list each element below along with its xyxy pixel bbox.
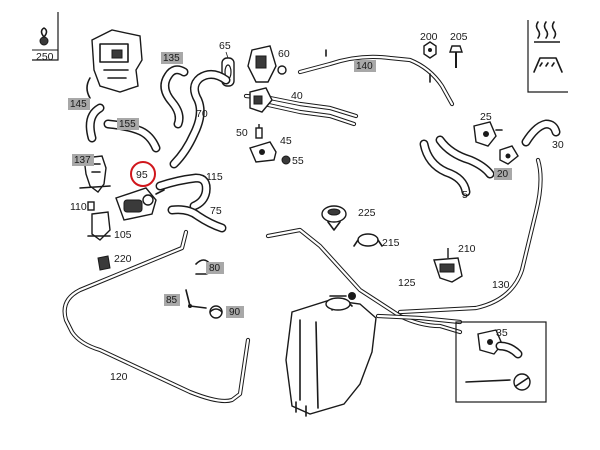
heater-symbol-box xyxy=(527,20,568,93)
label-80: 80 xyxy=(209,263,221,274)
part-45-bracket: 45 xyxy=(249,135,292,163)
label-85: 85 xyxy=(166,295,178,306)
label-137: 137 xyxy=(74,155,91,166)
part-60-valve: 60 xyxy=(247,45,290,83)
label-20: 20 xyxy=(497,169,509,180)
label-5: 5 xyxy=(462,189,468,201)
part-205-bolt: 205 xyxy=(449,31,468,68)
part-250-group: 250 xyxy=(32,12,59,63)
clip-base-icon xyxy=(39,36,49,46)
label-125: 125 xyxy=(398,277,416,289)
label-115: 115 xyxy=(206,171,223,183)
clip-icon xyxy=(40,27,48,38)
label-45: 45 xyxy=(280,135,292,147)
label-135: 135 xyxy=(163,53,180,64)
label-225: 225 xyxy=(358,207,376,219)
part-95-pump[interactable]: 95 xyxy=(115,161,165,221)
label-55: 55 xyxy=(292,155,304,167)
part-220-clip: 220 xyxy=(97,253,132,271)
label-155: 155 xyxy=(119,119,136,130)
part-25-housing: 25 xyxy=(473,111,503,147)
part-105-bracket: 105 xyxy=(87,211,132,241)
label-65: 65 xyxy=(219,40,231,52)
label-95: 95 xyxy=(136,169,148,181)
part-210-valve: 210 xyxy=(433,243,476,283)
label-40: 40 xyxy=(291,90,303,102)
heat-waves-icon xyxy=(535,21,557,39)
label-215: 215 xyxy=(382,237,400,249)
coolant-reservoir xyxy=(285,292,377,417)
part-225-sensor: 225 xyxy=(321,205,376,231)
part-137-bracket: 137 xyxy=(72,154,111,193)
part-215-clamp: 215 xyxy=(353,233,400,249)
label-90: 90 xyxy=(229,307,241,318)
label-110: 110 xyxy=(70,201,87,213)
part-40-pipes: 40 xyxy=(243,87,359,127)
label-50: 50 xyxy=(236,127,248,139)
label-130: 130 xyxy=(492,279,510,291)
label-200: 200 xyxy=(420,31,438,43)
part-200-nut: 200 xyxy=(420,31,438,59)
label-210: 210 xyxy=(458,243,476,255)
label-60: 60 xyxy=(278,48,290,60)
part-110-screw: 110 xyxy=(70,201,95,213)
label-75: 75 xyxy=(210,205,222,217)
part-50-screw: 50 xyxy=(236,124,263,139)
label-70: 70 xyxy=(196,108,208,120)
part-90-cap: 90 xyxy=(209,305,244,319)
label-250: 250 xyxy=(36,51,54,63)
label-105: 105 xyxy=(114,229,132,241)
label-30: 30 xyxy=(552,139,564,151)
part-55-nut: 55 xyxy=(281,155,304,167)
label-25: 25 xyxy=(480,111,492,123)
label-140: 140 xyxy=(356,61,373,72)
windshield-icon xyxy=(533,57,563,73)
highlight-circle xyxy=(130,161,156,187)
part-5-hose-assembly: 5 xyxy=(419,135,495,201)
part-80-clip: 80 xyxy=(195,259,224,275)
part-85-bracket: 85 xyxy=(164,289,207,309)
label-120: 120 xyxy=(110,371,128,383)
label-145: 145 xyxy=(70,99,87,110)
part-35-inset: 35 xyxy=(455,321,547,403)
heater-valve-block xyxy=(86,29,143,99)
label-220: 220 xyxy=(114,253,132,265)
label-205: 205 xyxy=(450,31,468,43)
part-20-connector: 20 xyxy=(494,145,519,180)
label-35: 35 xyxy=(496,327,508,339)
